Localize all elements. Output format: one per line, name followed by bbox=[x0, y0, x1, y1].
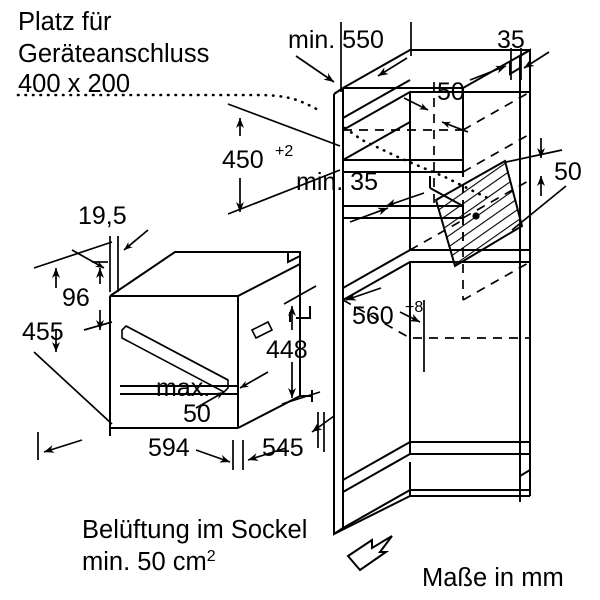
label-594: 594 bbox=[148, 434, 190, 462]
footer-line-1: Belüftung im Sockel bbox=[82, 516, 307, 544]
label-50-recess: 50 bbox=[437, 78, 465, 106]
label-min-550: min. 550 bbox=[288, 26, 384, 54]
dimension-35 bbox=[469, 48, 550, 81]
airflow-arrow-icon bbox=[346, 535, 393, 572]
label-450-tolerance: +2 bbox=[275, 143, 293, 160]
note-line-3: 400 x 200 bbox=[18, 70, 130, 98]
dimension-594 bbox=[37, 432, 234, 470]
footer-line-2-superscript: 2 bbox=[207, 548, 216, 565]
footer-line-2: min. 50 cm2 bbox=[82, 548, 216, 576]
connection-leader-dotted-line bbox=[16, 93, 494, 202]
dimension-50-recess bbox=[403, 82, 469, 210]
label-35: 35 bbox=[497, 26, 525, 54]
dimension-96 bbox=[83, 261, 113, 331]
appliance-oven-body bbox=[109, 251, 313, 436]
dimension-min-550 bbox=[295, 22, 412, 92]
label-560: 560 bbox=[352, 302, 394, 330]
footer-line-2-text: min. 50 cm bbox=[82, 548, 207, 576]
dimension-545 bbox=[242, 412, 335, 470]
label-50-right: 50 bbox=[554, 158, 582, 186]
label-19-5: 19,5 bbox=[78, 202, 127, 230]
connection-box-hatched-icon bbox=[434, 159, 524, 268]
label-545: 545 bbox=[262, 434, 304, 462]
dimension-450 bbox=[227, 103, 341, 215]
label-450: 450 bbox=[222, 146, 264, 174]
dimension-560 bbox=[333, 268, 425, 372]
dimension-19-5 bbox=[71, 229, 149, 292]
dimension-min-35 bbox=[349, 192, 425, 223]
label-min-35: min. 35 bbox=[296, 168, 378, 196]
dimension-max-50 bbox=[195, 371, 269, 409]
note-line-1: Platz für bbox=[18, 8, 112, 36]
label-560-tolerance: +8 bbox=[405, 299, 423, 316]
label-96: 96 bbox=[62, 284, 90, 312]
dimension-455 bbox=[33, 241, 113, 425]
dimension-448 bbox=[281, 285, 321, 405]
units-note: Maße in mm bbox=[422, 564, 564, 592]
label-448: 448 bbox=[266, 336, 308, 364]
dimension-50-right bbox=[505, 138, 567, 231]
note-line-2: Geräteanschluss bbox=[18, 40, 209, 68]
label-455: 455 bbox=[22, 318, 64, 346]
label-max-50-value: 50 bbox=[183, 400, 211, 428]
label-max: max. bbox=[156, 374, 210, 402]
